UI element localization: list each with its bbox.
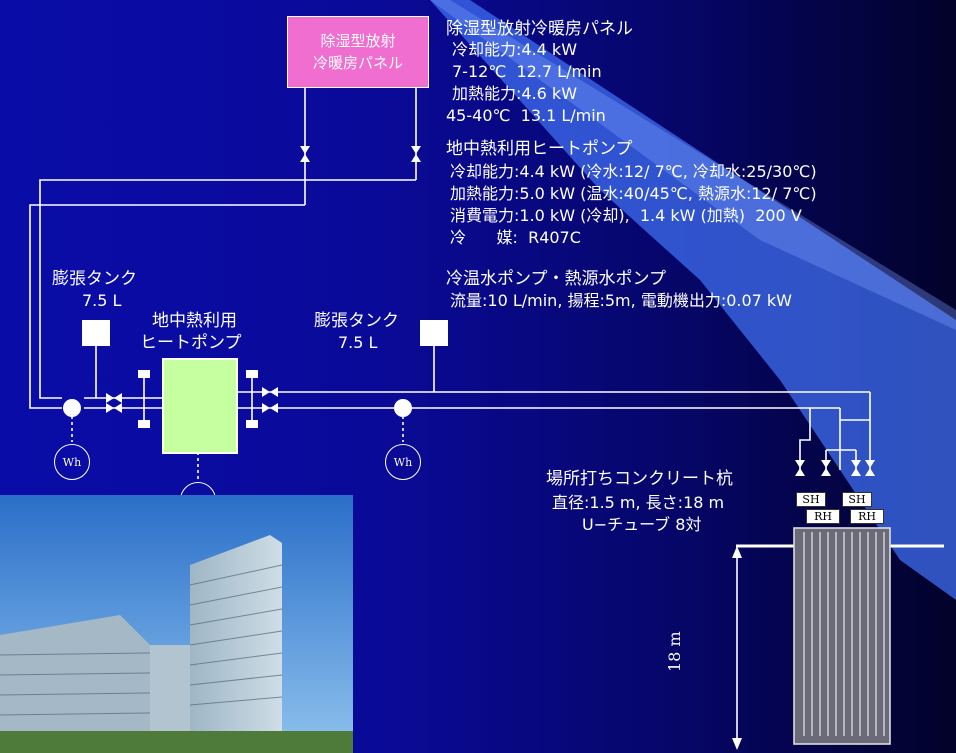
panel-spec-cooling: 冷却能力:4.4 kW bbox=[452, 40, 578, 59]
u-tubes bbox=[803, 532, 885, 736]
panel-box-line1: 除湿型放射 bbox=[320, 32, 396, 50]
panel-spec-cooling-flow: 7-12℃ 12.7 L/min bbox=[452, 62, 602, 81]
panel-box-line2: 冷暖房パネル bbox=[312, 54, 403, 72]
arrow-head-top bbox=[732, 546, 742, 558]
manifold-b bbox=[799, 408, 811, 470]
hp-label-line1: 地中熱利用 bbox=[152, 311, 237, 331]
light-beam bbox=[430, 0, 956, 600]
pile-depth: 18 m bbox=[665, 631, 684, 672]
sensor-rh-2: RH bbox=[850, 509, 884, 524]
sensor-sh-2: SH bbox=[842, 492, 872, 507]
hp-spec-refrigerant: 冷 媒: R407C bbox=[450, 228, 581, 247]
panel-spec-title: 除湿型放射冷暖房パネル bbox=[446, 19, 633, 39]
sensor-rh-1: RH bbox=[806, 509, 840, 524]
valve-stems bbox=[143, 378, 253, 420]
pile-title: 場所打ちコンクリート杭 bbox=[546, 469, 733, 489]
energy-meter-left: Wh bbox=[54, 444, 90, 480]
supply-loop bbox=[39, 179, 416, 399]
hp-spec-power: 消費電力:1.0 kW (冷却), 1.4 kW (加熱) 200 V bbox=[450, 206, 802, 225]
valves bbox=[106, 146, 875, 476]
tank-left-size: 7.5 L bbox=[82, 291, 122, 310]
expansion-tank-left bbox=[82, 320, 110, 346]
tank-left-title: 膨張タンク bbox=[52, 269, 137, 289]
hp-spec-heating: 加熱能力:5.0 kW (温水:40/45℃, 熱源水:12/ 7℃) bbox=[450, 184, 817, 203]
heat-pump-unit bbox=[162, 358, 238, 454]
arrow-head-bottom bbox=[732, 738, 742, 750]
hp-spec-title: 地中熱利用ヒートポンプ bbox=[446, 139, 633, 159]
sensor-sh-1: SH bbox=[796, 492, 826, 507]
concrete-pile bbox=[793, 527, 891, 745]
pump-spec-detail: 流量:10 L/min, 揚程:5m, 電動機出力:0.07 kW bbox=[450, 291, 793, 310]
expansion-tank-right bbox=[420, 320, 448, 346]
hp-label-line2: ヒートポンプ bbox=[140, 333, 242, 353]
radiant-panel-box: 除湿型放射 冷暖房パネル bbox=[287, 16, 429, 88]
panel-spec-heating-flow: 45-40℃ 13.1 L/min bbox=[446, 106, 606, 125]
tank-right-size: 7.5 L bbox=[338, 333, 378, 352]
energy-meter-right: Wh bbox=[385, 444, 421, 480]
pump-left bbox=[63, 399, 81, 417]
panel-spec-heating: 加熱能力:4.6 kW bbox=[452, 84, 578, 103]
building-photo bbox=[0, 495, 353, 753]
tank-right-title: 膨張タンク bbox=[314, 311, 399, 331]
pump-right bbox=[394, 399, 412, 417]
light-beam-edge bbox=[430, 0, 956, 330]
pile-dimensions: 直径:1.5 m, 長さ:18 m bbox=[552, 493, 725, 512]
pump-spec-title: 冷温水ポンプ・熱源水ポンプ bbox=[446, 269, 666, 289]
hp-spec-cooling: 冷却能力:4.4 kW (冷水:12/ 7℃, 冷却水:25/30℃) bbox=[450, 162, 817, 181]
return-loop bbox=[29, 204, 305, 409]
pile-tubes: U−チューブ 8対 bbox=[582, 515, 702, 534]
